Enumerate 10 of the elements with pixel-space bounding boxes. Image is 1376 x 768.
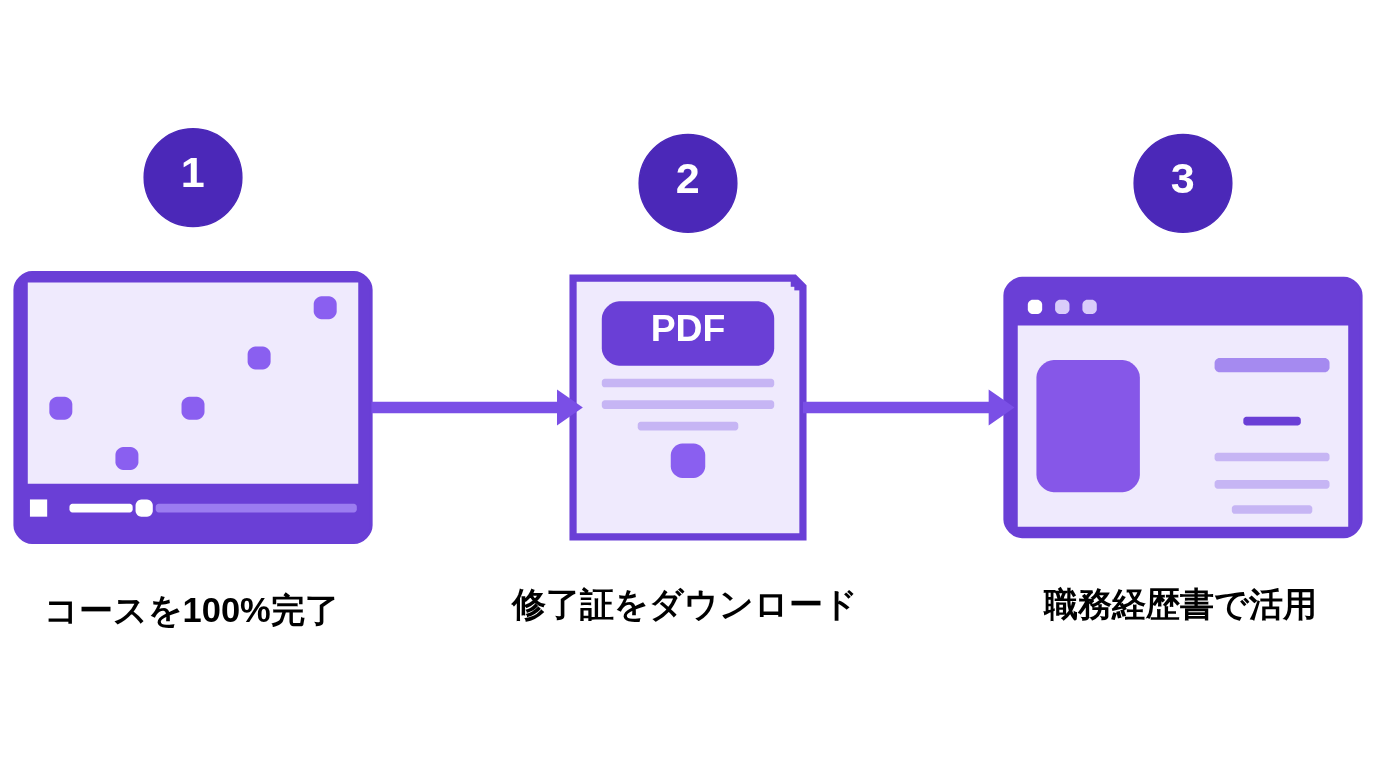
node-picture (1003, 276, 1363, 538)
node-circle: 2 (638, 133, 738, 233)
arrow (802, 388, 1015, 426)
arrow (371, 388, 583, 426)
node-label: 修了証をダウンロード (511, 584, 858, 623)
node-picture (13, 270, 373, 544)
node-circle: 1 (143, 127, 243, 227)
node-label: コースを100%完了 (43, 590, 339, 629)
node-label: 職務経歴書で活用 (1044, 584, 1318, 623)
node-circle: 3 (1133, 133, 1233, 233)
